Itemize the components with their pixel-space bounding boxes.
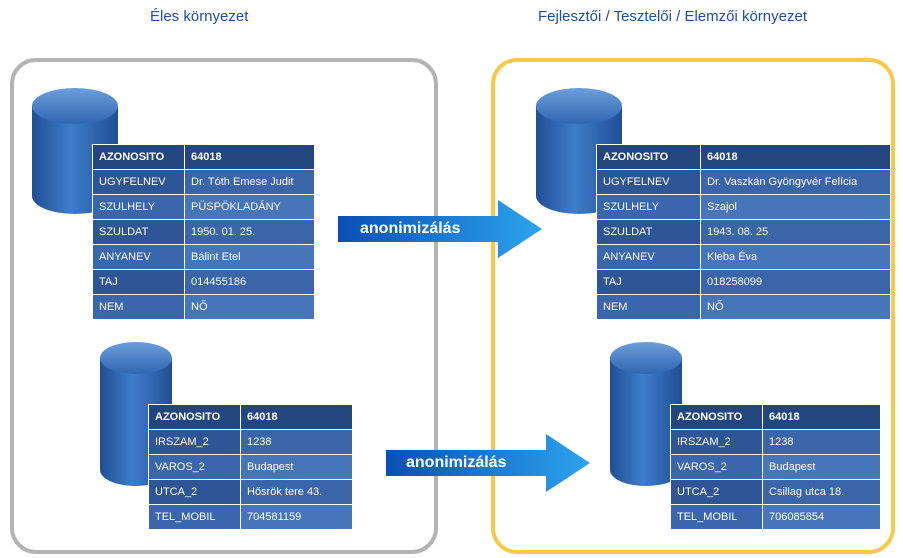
- field-name: UTCA_2: [148, 479, 241, 505]
- anonymization-arrow-bottom: [386, 432, 592, 494]
- field-name: TAJ: [596, 269, 701, 295]
- field-name: AZONOSITO: [670, 404, 763, 430]
- field-value: Budapest: [762, 454, 881, 480]
- database-icon: [608, 340, 684, 488]
- field-name: NEM: [92, 294, 185, 320]
- field-name: SZULDAT: [596, 219, 701, 245]
- field-name: TEL_MOBIL: [148, 504, 241, 530]
- field-value: Dr. Tóth Emese Judit: [184, 169, 315, 195]
- field-value: Kleba Éva: [700, 244, 891, 270]
- anonymization-arrow-top: [338, 198, 544, 260]
- field-name: ANYANEV: [596, 244, 701, 270]
- field-name: SZULHELY: [92, 194, 185, 220]
- field-value: 014455186: [184, 269, 315, 295]
- field-value: 1943. 08. 25.: [700, 219, 891, 245]
- live-environment-panel: [10, 58, 438, 554]
- field-value: NŐ: [700, 294, 891, 320]
- field-name: ANYANEV: [92, 244, 185, 270]
- live-environment-title: Éles környezet: [150, 8, 249, 25]
- field-value: 64018: [240, 404, 353, 430]
- field-name: IRSZAM_2: [670, 429, 763, 455]
- field-name: AZONOSITO: [92, 144, 185, 170]
- field-value: Budapest: [240, 454, 353, 480]
- field-value: Csillag utca 18.: [762, 479, 881, 505]
- field-value: 018258099: [700, 269, 891, 295]
- field-value: Hősrök tere 43.: [240, 479, 353, 505]
- field-value: Dr. Vaszkán Gyöngyvér Felícia: [700, 169, 891, 195]
- field-name: UTCA_2: [670, 479, 763, 505]
- field-value: Bálint Etel: [184, 244, 315, 270]
- field-name: TEL_MOBIL: [670, 504, 763, 530]
- field-value: PÜSPÖKLADÁNY: [184, 194, 315, 220]
- field-name: VAROS_2: [148, 454, 241, 480]
- field-name: TAJ: [92, 269, 185, 295]
- field-value: 706085854: [762, 504, 881, 530]
- field-value: NŐ: [184, 294, 315, 320]
- field-name: SZULDAT: [92, 219, 185, 245]
- field-value: Szajol: [700, 194, 891, 220]
- dev-environment-title: Fejlesztői / Tesztelői / Elemzői környez…: [538, 8, 807, 25]
- field-name: SZULHELY: [596, 194, 701, 220]
- anonymization-label-top: anonimizálás: [360, 220, 461, 237]
- field-name: UGYFELNEV: [596, 169, 701, 195]
- field-name: VAROS_2: [670, 454, 763, 480]
- field-name: IRSZAM_2: [148, 429, 241, 455]
- field-name: NEM: [596, 294, 701, 320]
- field-value: 704581159: [240, 504, 353, 530]
- dev-environment-panel: [491, 58, 895, 554]
- field-value: 64018: [700, 144, 891, 170]
- field-value: 1238: [762, 429, 881, 455]
- field-value: 64018: [184, 144, 315, 170]
- field-value: 1950. 01. 25.: [184, 219, 315, 245]
- field-name: UGYFELNEV: [92, 169, 185, 195]
- field-name: AZONOSITO: [596, 144, 701, 170]
- anonymization-label-bottom: anonimizálás: [406, 454, 507, 471]
- field-value: 64018: [762, 404, 881, 430]
- field-value: 1238: [240, 429, 353, 455]
- field-name: AZONOSITO: [148, 404, 241, 430]
